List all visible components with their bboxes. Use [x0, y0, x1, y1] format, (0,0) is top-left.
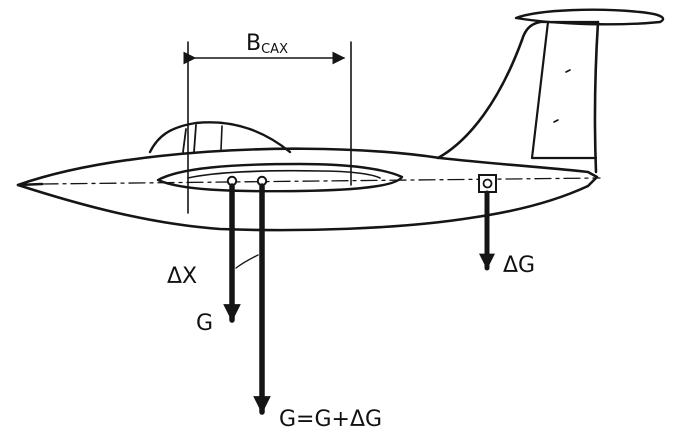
delta-x-label: ΔX — [167, 264, 197, 289]
chord-label: BCAX — [246, 31, 288, 57]
vertical-tail — [436, 20, 600, 174]
delta-g-label: ΔG — [503, 253, 535, 278]
horizontal-stabilizer — [514, 8, 665, 26]
weight-g-label: G — [196, 311, 213, 336]
fuselage — [16, 147, 599, 232]
delta-x-indicator: ΔX — [167, 254, 259, 289]
nose-tip — [16, 182, 44, 187]
mean-chord-dimension: BCAX — [183, 31, 352, 214]
added-weight: ΔG — [478, 174, 535, 278]
centerline — [41, 177, 601, 185]
canopy — [148, 121, 292, 154]
total-weight-label: G=G+ΔG — [279, 407, 382, 432]
wing — [156, 162, 404, 193]
